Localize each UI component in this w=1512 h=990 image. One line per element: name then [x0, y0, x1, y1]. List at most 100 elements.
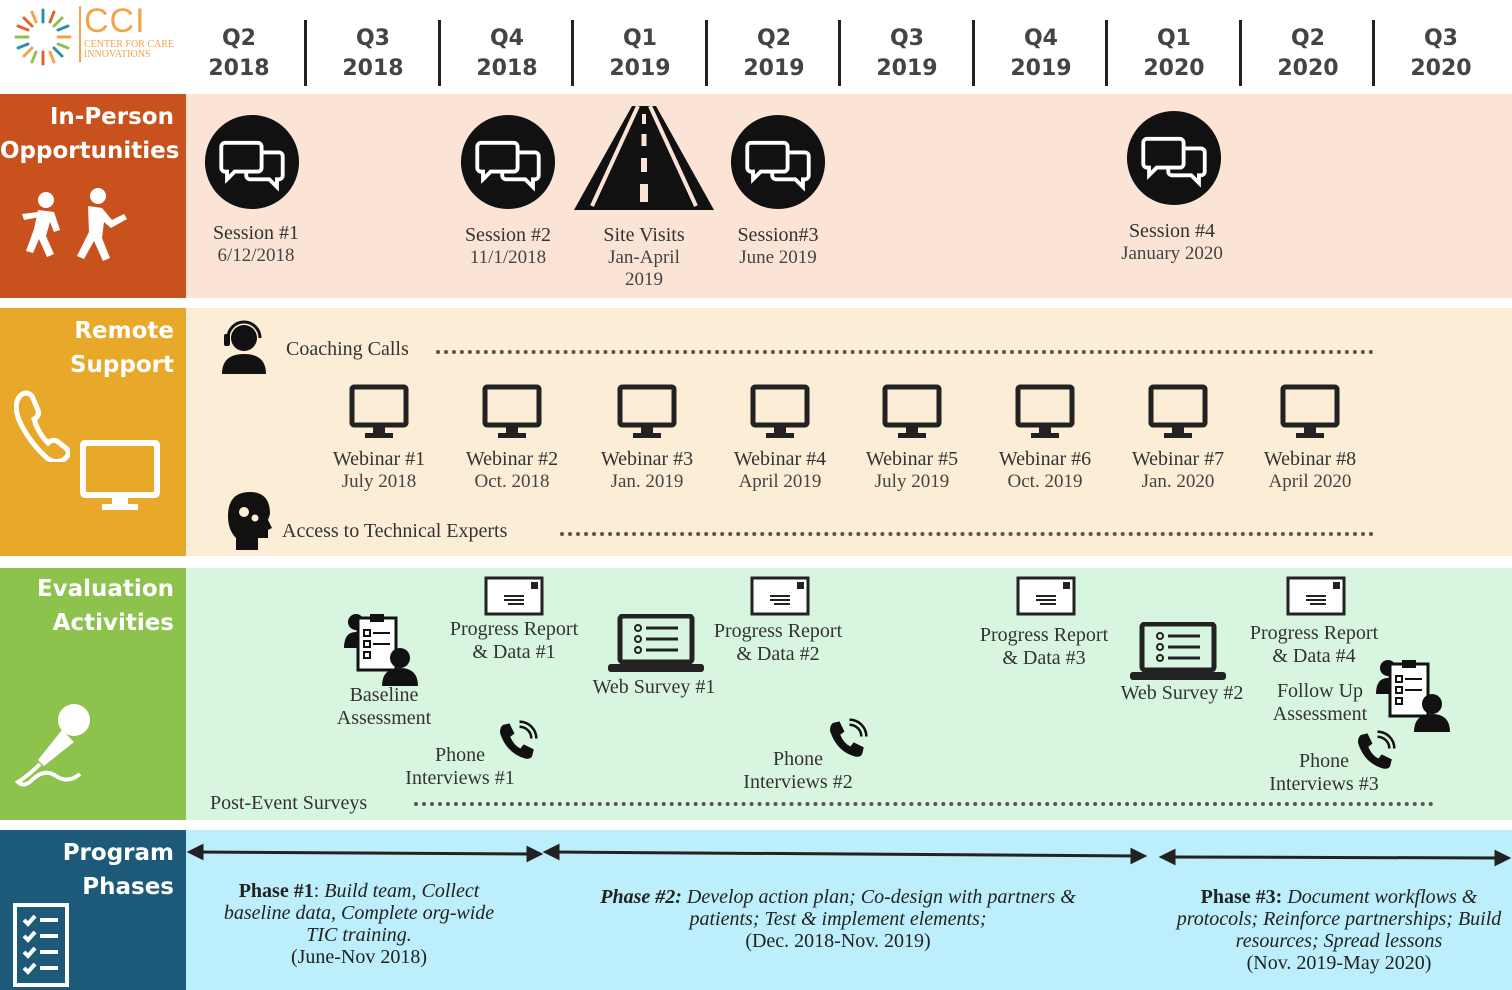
row-program-phases: Phase #1: Build team, Collect baseline d…: [186, 830, 1512, 990]
band-title-line1: Program: [62, 840, 174, 866]
session-1: Session #1 6/12/2018: [186, 222, 326, 267]
quarter-divider: [705, 20, 708, 86]
band-title-line1: Evaluation: [36, 576, 174, 602]
quarter-divider: [1372, 20, 1375, 86]
letter-icon: [484, 576, 544, 616]
quarter-divider: [972, 20, 975, 86]
monitor-icon: [1280, 384, 1340, 444]
quarter-divider: [1239, 20, 1242, 86]
session-date: January 2020: [1121, 243, 1223, 264]
band-title-line2: Activities: [52, 610, 174, 636]
letter-icon: [750, 576, 810, 616]
progress-report-2: Progress Report & Data #2: [713, 620, 843, 665]
baseline-assessment: Baseline Assessment: [336, 684, 432, 729]
progress-report-4: Progress Report & Data #4: [1249, 622, 1379, 667]
site-visits-date: Jan-April: [608, 247, 680, 268]
people-running-icon: [22, 188, 127, 261]
quarter-divider: [1105, 20, 1108, 86]
cci-logo-icon: [14, 8, 72, 66]
monitor-icon: [882, 384, 942, 444]
assessment-icon: [342, 608, 422, 688]
letter-icon: [1016, 576, 1076, 616]
quarter-divider: [571, 20, 574, 86]
site-visits-title: Site Visits: [603, 224, 685, 246]
monitor-icon: [482, 384, 542, 444]
band-title-line1: Remote: [74, 318, 174, 344]
web-survey-2: Web Survey #2: [1120, 682, 1244, 704]
progress-report-3: Progress Report & Data #3: [979, 624, 1109, 669]
chat-icon: [460, 114, 556, 210]
phase-1: Phase #1: Build team, Collect baseline d…: [212, 880, 506, 968]
phone-interviews-2: Phone Interviews #2: [743, 748, 853, 793]
band-in-person: In-Person Opportunities: [0, 94, 186, 298]
checklist-icon: [13, 903, 69, 987]
phase-dates: (June-Nov 2018): [290, 946, 428, 968]
session-date: 6/12/2018: [217, 245, 295, 266]
phase-2: Phase #2: Develop action plan; Co-design…: [578, 886, 1098, 952]
session-date: June 2019: [739, 247, 817, 268]
post-event-surveys-line: [414, 802, 1434, 806]
session-2: Session #2 11/1/2018: [438, 224, 578, 269]
technical-experts-label: Access to Technical Experts: [282, 520, 508, 542]
microphone-icon: [14, 704, 90, 787]
monitor-icon: [349, 384, 409, 444]
laptop-survey-icon: [606, 614, 706, 674]
monitor-icon: [1148, 384, 1208, 444]
logo-divider: [79, 6, 81, 62]
band-remote-support: Remote Support: [0, 308, 186, 556]
web-survey-1: Web Survey #1: [592, 676, 716, 698]
chat-icon: [204, 114, 300, 210]
band-title-line2: Opportunities: [0, 138, 180, 164]
letter-icon: [1286, 576, 1346, 616]
phase-arrows: [186, 843, 1512, 867]
site-visits-year: 2019: [625, 269, 663, 290]
session-title: Session #1: [212, 222, 300, 244]
row-evaluation: Baseline Assessment Progress Report & Da…: [186, 568, 1512, 820]
phase-dates: (Dec. 2018-Nov. 2019): [745, 930, 931, 952]
phase-3: Phase #3: Document workflows & protocols…: [1172, 886, 1506, 974]
chat-icon: [1126, 110, 1222, 206]
logo-text: CCI: [84, 2, 146, 40]
progress-report-1: Progress Report & Data #1: [449, 618, 579, 663]
quarter-divider: [438, 20, 441, 86]
gear-head-icon: [228, 492, 272, 550]
session-title: Session #2: [464, 224, 552, 246]
monitor-icon: [617, 384, 677, 444]
assessment-icon: [1374, 654, 1454, 734]
monitor-icon: [80, 440, 160, 510]
headset-person-icon: [222, 320, 266, 374]
technical-experts-line: [560, 532, 1374, 536]
follow-up-assessment: Follow Up Assessment: [1272, 680, 1368, 725]
session-title: Session#3: [737, 224, 819, 246]
band-evaluation: Evaluation Activities: [0, 568, 186, 820]
post-event-surveys-label: Post-Event Surveys: [210, 792, 368, 814]
monitor-icon: [750, 384, 810, 444]
session-title: Session #4: [1128, 220, 1216, 242]
telephone-icon: [14, 390, 70, 462]
monitor-icon: [1015, 384, 1075, 444]
quarter-divider: [838, 20, 841, 86]
row-in-person: Session #1 6/12/2018 Session #2 11/1/201…: [186, 94, 1512, 298]
band-title-line1: In-Person: [49, 104, 174, 130]
phone-interviews-1: Phone Interviews #1: [405, 744, 515, 789]
coaching-calls-label: Coaching Calls: [286, 338, 409, 360]
band-title-line2: Phases: [82, 874, 174, 900]
session-date: 11/1/2018: [469, 247, 547, 268]
logo-subtitle: CENTER FOR CARE INNOVATIONS: [84, 39, 175, 60]
